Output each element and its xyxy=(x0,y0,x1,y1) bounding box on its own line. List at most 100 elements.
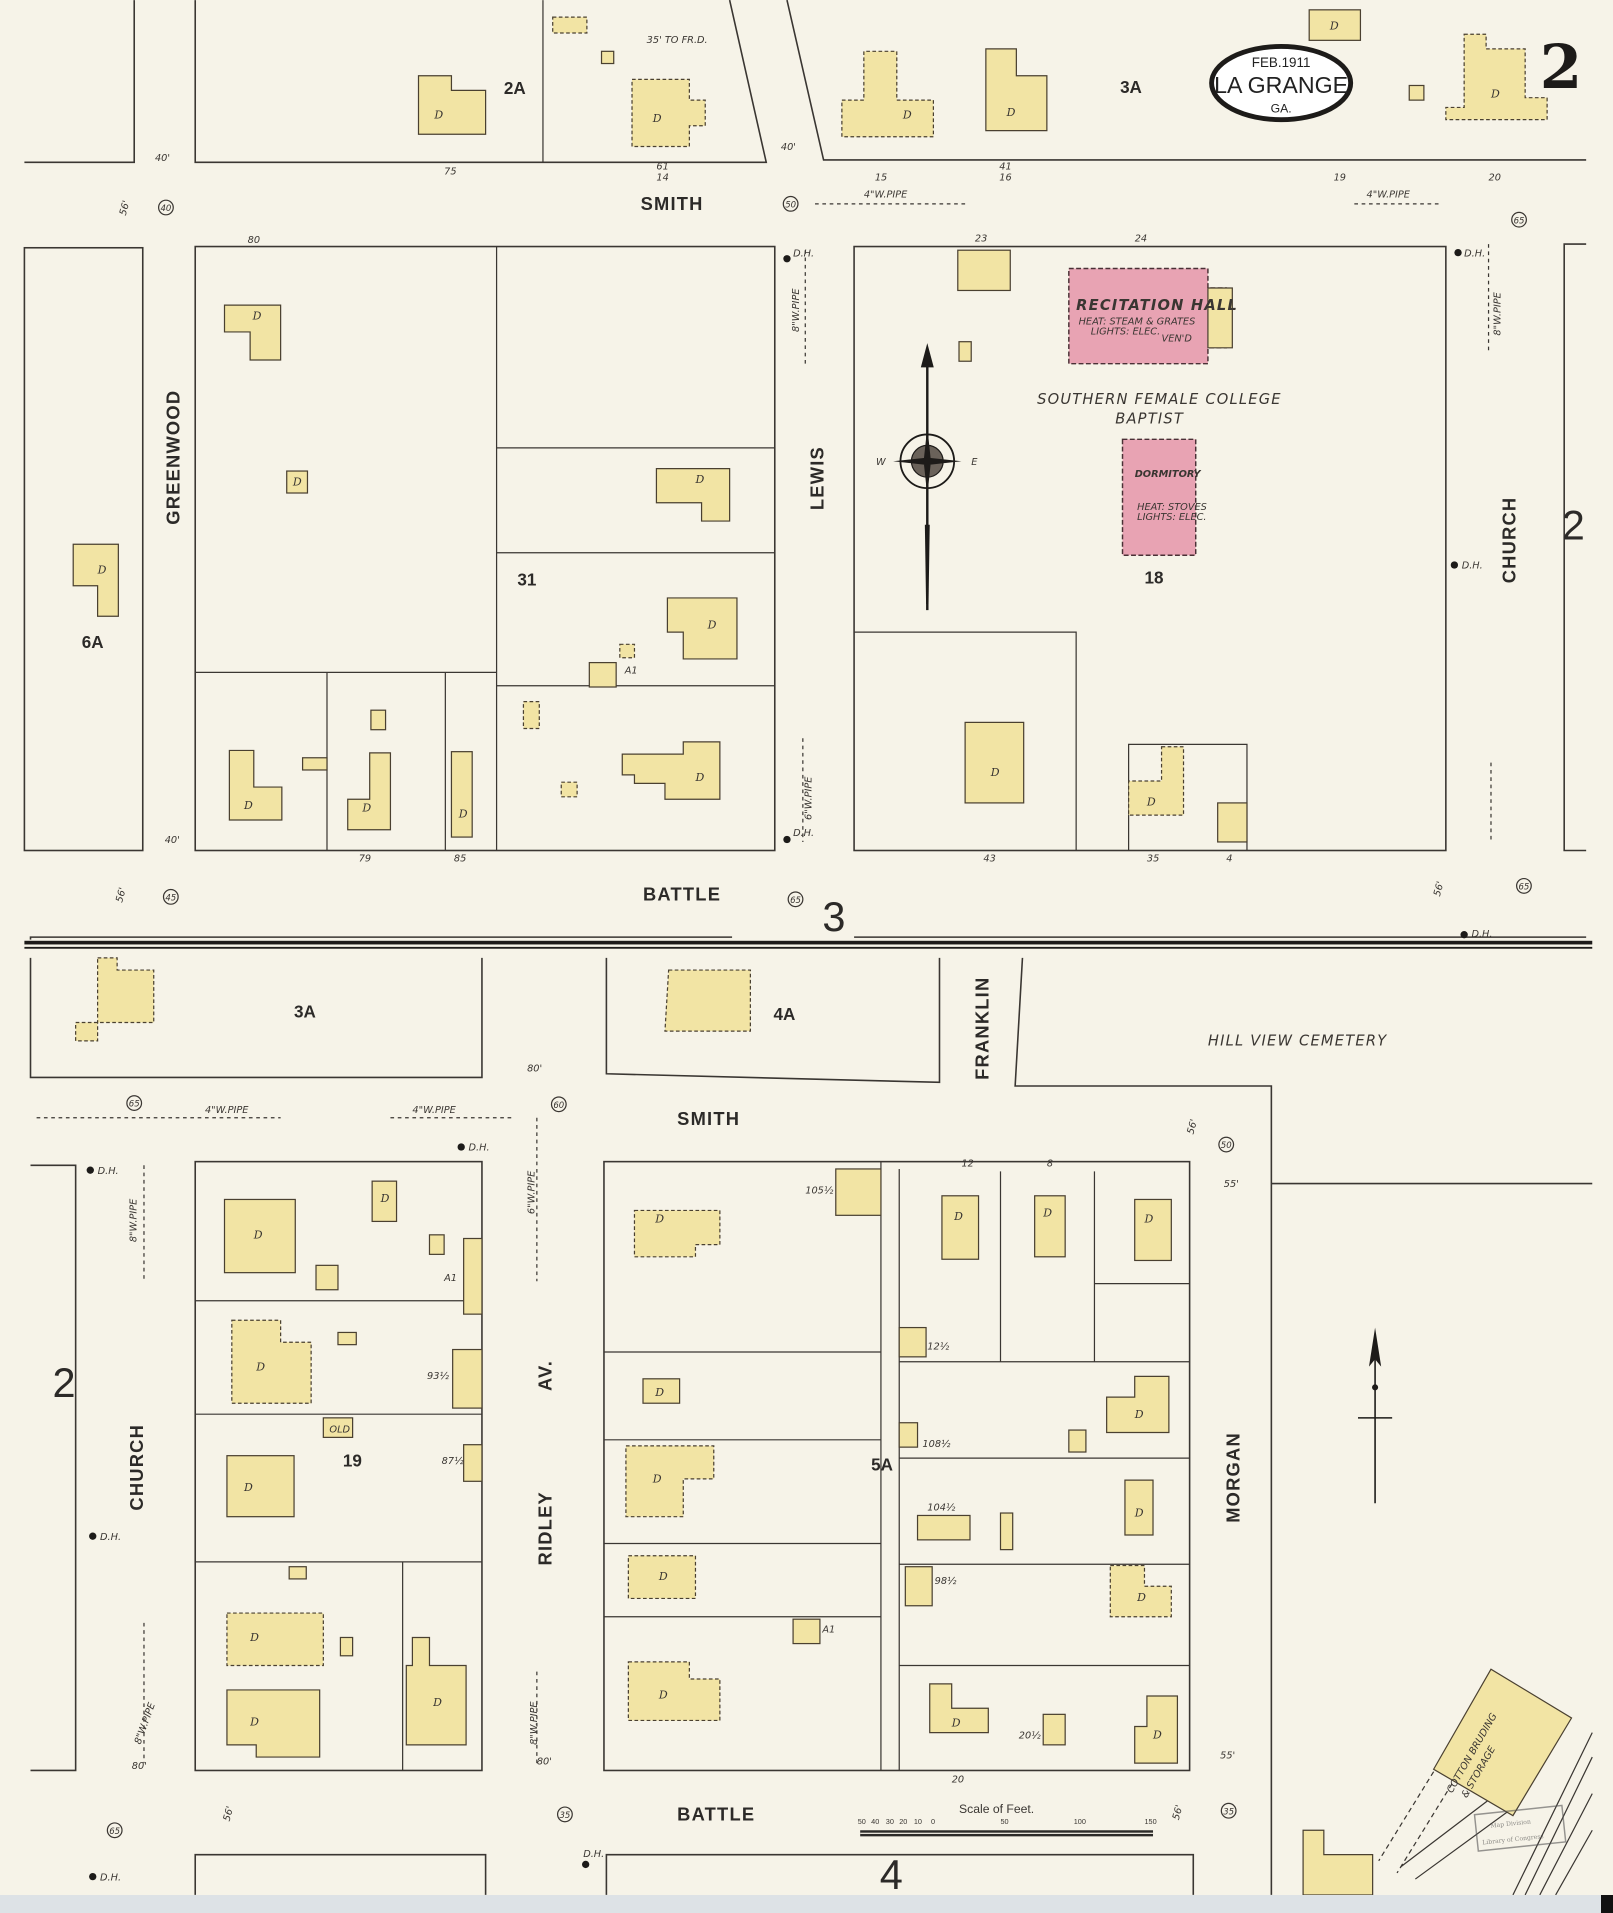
dwelling-mark: D xyxy=(253,1228,263,1241)
hydrant: D.H. xyxy=(581,1849,604,1869)
dormitory-label: DORMITORY xyxy=(1135,469,1202,480)
hydrant: D.H. xyxy=(783,248,814,263)
svg-text:60: 60 xyxy=(553,1101,564,1111)
pipe-label: 4"W.PIPE xyxy=(864,190,908,201)
north-arrow xyxy=(1357,1327,1393,1504)
block-labels: 2A 3A 6A 31 18 3A 4A 19 5A 2 3 2 4 xyxy=(52,78,1584,1895)
svg-text:D.H.: D.H. xyxy=(793,828,814,839)
adjoining-sheet-right: 2 xyxy=(1562,501,1585,548)
svg-text:D.H.: D.H. xyxy=(469,1143,490,1154)
block-6a: 6A xyxy=(82,633,104,652)
width-label: 40' xyxy=(781,142,796,153)
scale-tick: 0 xyxy=(931,1817,935,1826)
street-smith-top: SMITH xyxy=(641,193,704,214)
dwelling-mark: D xyxy=(953,1210,963,1223)
dwelling-mark: D xyxy=(1490,88,1500,101)
svg-text:Map Division: Map Division xyxy=(1490,1818,1531,1829)
width-label: 80' xyxy=(537,1756,552,1767)
street-battle-bottom: BATTLE xyxy=(677,1803,755,1824)
pressure-marker: 35 xyxy=(556,1806,573,1823)
pressure-marker: 50 xyxy=(1218,1136,1235,1153)
pressure-marker: 60 xyxy=(550,1096,567,1113)
adjoining-sheet-center: 3 xyxy=(822,893,845,940)
street-av: AV. xyxy=(534,1360,555,1391)
svg-text:65: 65 xyxy=(790,896,801,906)
pressure-marker: 65 xyxy=(787,891,804,908)
pressure-marker: 45 xyxy=(162,888,179,905)
dwelling-mark: D xyxy=(243,1481,253,1494)
svg-text:W: W xyxy=(876,457,886,468)
svg-text:4: 4 xyxy=(1226,853,1232,864)
svg-text:24: 24 xyxy=(1135,234,1147,245)
pipe-label: 6"W.PIPE xyxy=(803,776,814,820)
svg-text:D.H.: D.H. xyxy=(1464,248,1485,259)
svg-text:E: E xyxy=(971,457,978,468)
dormitory-lights: LIGHTS: ELEC. xyxy=(1137,512,1206,523)
block-2a: 2A xyxy=(504,79,526,98)
dwelling-mark: D xyxy=(432,1696,442,1709)
dwelling-mark: D xyxy=(707,618,717,631)
dwelling-mark: D xyxy=(249,1631,259,1644)
street-morgan: MORGAN xyxy=(1223,1432,1244,1523)
street-church-top: CHURCH xyxy=(1498,497,1519,584)
width-label: 56' xyxy=(1432,880,1447,897)
scale-label: Scale of Feet. xyxy=(959,1802,1034,1816)
svg-text:19: 19 xyxy=(1334,173,1346,184)
street-battle-top: BATTLE xyxy=(643,884,721,905)
svg-text:75: 75 xyxy=(444,167,456,178)
dwelling-mark: D xyxy=(1134,1507,1144,1520)
dwelling-mark: D xyxy=(243,799,253,812)
street-widths: 40' 40' 56' 40' 56' 56' 80' 56' 55' 55' … xyxy=(114,142,1446,1822)
dwelling-mark: D xyxy=(255,1360,265,1373)
dwelling-marks: D D D D D D D D D D D D D D D D D D D D … xyxy=(97,19,1500,1741)
dwelling-mark: D xyxy=(458,808,468,821)
svg-text:65: 65 xyxy=(1514,216,1525,226)
dwelling-mark: D xyxy=(1134,1408,1144,1421)
scale-tick: 50 xyxy=(858,1817,866,1826)
pressure-marker: 65 xyxy=(106,1822,123,1839)
college-denomination: BAPTIST xyxy=(1115,410,1184,427)
pipe-label: 8"W.PIPE xyxy=(129,1198,140,1242)
svg-text:D.H.: D.H. xyxy=(793,248,814,259)
map-city: LA GRANGE xyxy=(1214,72,1348,98)
svg-text:104½: 104½ xyxy=(927,1502,956,1514)
cemetery-label: HILL VIEW CEMETERY xyxy=(1208,1033,1387,1050)
scale-bar: Scale of Feet. 50 40 30 20 10 0 50 100 1… xyxy=(858,1802,1157,1837)
svg-text:79: 79 xyxy=(359,853,371,864)
street-lewis: LEWIS xyxy=(807,446,828,510)
house-numbers: 75 61 14 15 16 41 19 20 80 23 24 79 85 4… xyxy=(248,162,1501,1786)
svg-text:14: 14 xyxy=(656,173,668,184)
width-label: 56' xyxy=(118,199,133,216)
pressure-marker: 65 xyxy=(1516,877,1532,894)
svg-text:8: 8 xyxy=(1047,1159,1053,1170)
width-label: 56' xyxy=(1171,1804,1186,1821)
college-label: SOUTHERN FEMALE COLLEGE xyxy=(1037,391,1282,408)
dwelling-mark: D xyxy=(1042,1207,1052,1220)
recitation-heat: HEAT: STEAM & GRATES xyxy=(1079,317,1196,328)
pipe-label: 8"W.PIPE xyxy=(133,1701,158,1746)
svg-text:105½: 105½ xyxy=(805,1184,834,1196)
dwelling-mark: D xyxy=(658,1570,668,1583)
scale-tick: 50 xyxy=(1000,1817,1008,1826)
pressure-marker: 40 xyxy=(158,199,174,216)
dwelling-mark: D xyxy=(249,1715,259,1728)
street-grid-bottom xyxy=(29,957,1593,1895)
dwelling-mark: D xyxy=(694,771,704,784)
dwelling-mark: D xyxy=(292,476,302,489)
scan-margin xyxy=(0,1895,1613,1913)
dwelling-mark: D xyxy=(1006,106,1016,119)
street-ridley: RIDLEY xyxy=(534,1491,555,1565)
hydrant: D.H. xyxy=(783,828,814,844)
pressure-marker: 35 xyxy=(1220,1802,1237,1819)
scale-tick: 40 xyxy=(871,1817,879,1826)
block-3a-top: 3A xyxy=(1120,78,1142,97)
svg-text:50: 50 xyxy=(785,200,796,210)
pressure-marker: 65 xyxy=(126,1095,143,1111)
dwelling-mark: D xyxy=(654,1213,664,1226)
svg-text:15: 15 xyxy=(875,173,887,184)
dwelling-mark: D xyxy=(652,1473,662,1486)
water-pipes: 4"W.PIPE 4"W.PIPE 8"W.PIPE 8"W.PIPE 6"W.… xyxy=(36,35,1504,1764)
pressure-marker: 65 xyxy=(1511,211,1527,228)
svg-text:A1: A1 xyxy=(821,1625,835,1636)
